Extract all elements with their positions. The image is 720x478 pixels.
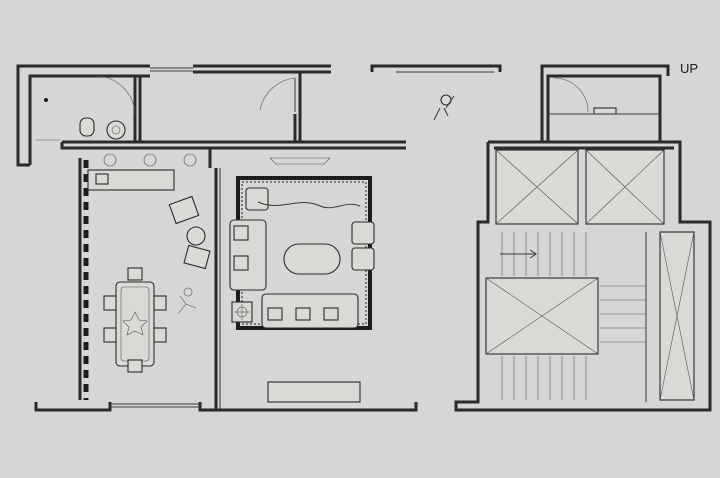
pouf-icon xyxy=(183,244,211,270)
coffee-table xyxy=(283,243,341,275)
radiator-icon xyxy=(593,107,617,115)
person-icon-corridor xyxy=(433,94,455,121)
chair-top-icon xyxy=(127,267,143,281)
cushion-bottom-2 xyxy=(295,307,311,321)
chair-left-1-icon xyxy=(103,295,117,311)
tv-console xyxy=(267,381,361,403)
cushion-bottom-3 xyxy=(323,307,339,321)
sink-drain-icon xyxy=(111,125,121,135)
curtain-icon xyxy=(257,201,361,209)
armchair-right-1 xyxy=(351,221,375,245)
entry-door-swing xyxy=(259,77,296,111)
wall-bottom-right xyxy=(198,402,418,412)
kitchen-counter xyxy=(87,169,175,191)
kitchen xyxy=(87,153,197,191)
plant-icon-3 xyxy=(183,153,197,167)
bathroom-door-swing xyxy=(95,75,136,115)
stair-label: UP xyxy=(680,61,698,76)
sink-icon xyxy=(106,120,126,140)
table-centerpiece-icon xyxy=(122,311,148,336)
cushion-left-1 xyxy=(233,225,249,241)
building-core xyxy=(454,64,712,412)
wall-top-right-fragment xyxy=(370,64,502,72)
wall-core-outline xyxy=(454,140,712,412)
side-table-icon xyxy=(186,226,206,246)
cushion-left-2 xyxy=(233,255,249,271)
kitchen-sink-icon xyxy=(95,173,109,185)
core-door-swing xyxy=(553,77,589,113)
stairwell xyxy=(485,232,647,402)
plant-icon-1 xyxy=(103,153,117,167)
stair-treads-upper xyxy=(501,232,587,276)
reading-corner xyxy=(168,195,211,315)
chair-bottom-icon xyxy=(127,359,143,373)
stair-direction-arrow xyxy=(500,249,537,259)
dining-set xyxy=(103,267,167,373)
stair-treads-right xyxy=(600,285,646,343)
cushion-bottom-1 xyxy=(267,307,283,321)
chair-left-2-icon xyxy=(103,327,117,343)
wall-bathroom-west xyxy=(16,64,150,167)
tv-unit xyxy=(269,157,331,165)
shower-head-icon xyxy=(44,98,48,102)
bathroom xyxy=(36,75,136,141)
elevator-shafts xyxy=(495,149,665,225)
left-apartment xyxy=(16,64,502,412)
plant-icon-2 xyxy=(143,153,157,167)
wall-bottom-left xyxy=(34,402,112,412)
wall-kitchen-top xyxy=(60,142,212,168)
wall-bathroom-inner xyxy=(28,74,150,165)
person-icon-dining xyxy=(177,287,197,315)
toilet-icon xyxy=(79,117,95,137)
armchair-icon xyxy=(168,195,200,225)
dining-table xyxy=(115,281,155,367)
living-room xyxy=(229,157,375,403)
chair-right-1-icon xyxy=(153,295,167,311)
stair-treads-lower xyxy=(501,356,587,400)
armchair-right-2 xyxy=(351,247,375,271)
wall-core-top xyxy=(540,64,670,142)
lounge-chair-top xyxy=(245,187,269,211)
chair-right-2-icon xyxy=(153,327,167,343)
wall-core-top-inner xyxy=(546,74,662,142)
